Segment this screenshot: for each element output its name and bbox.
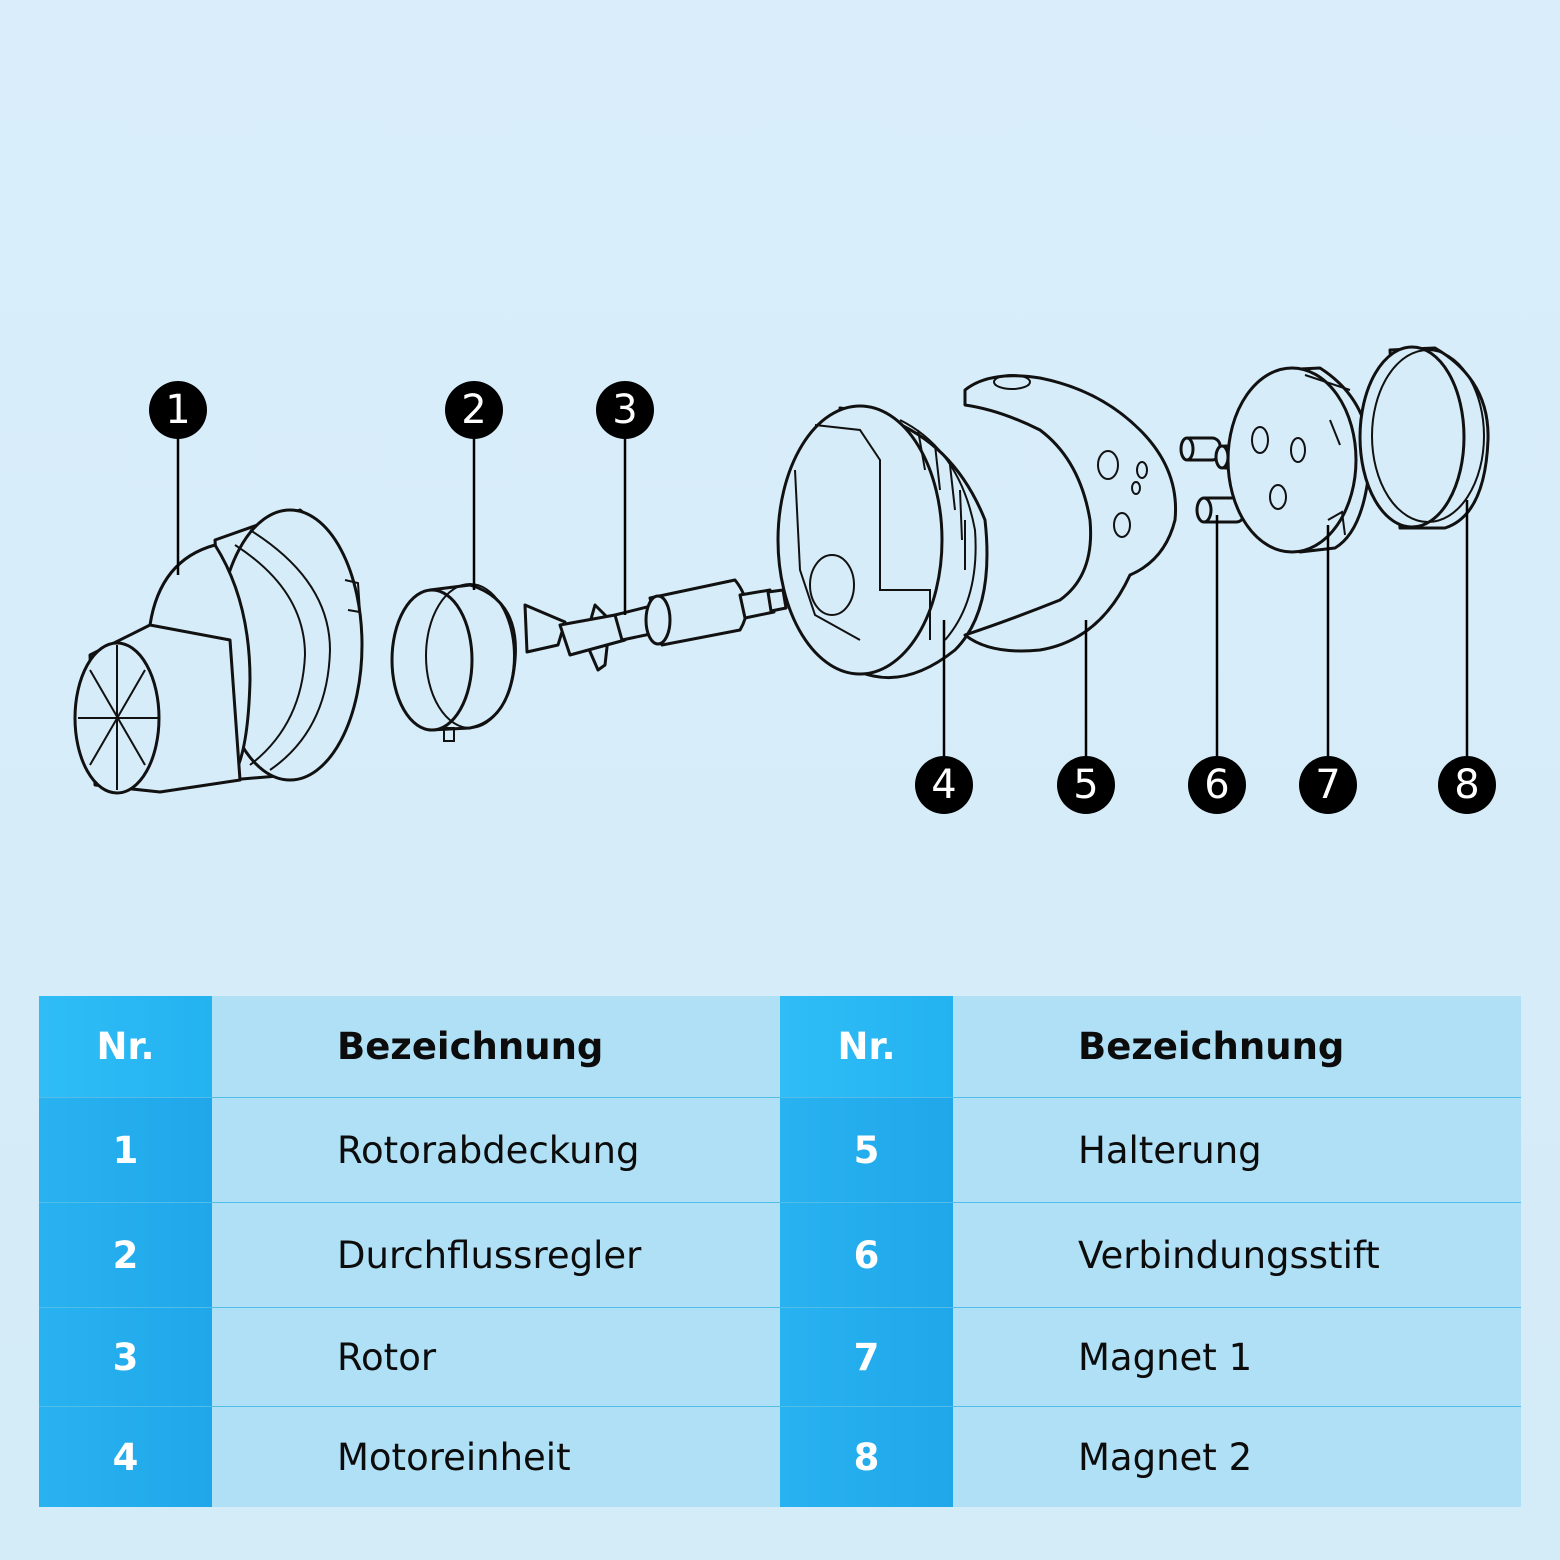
part-flow-regulator <box>390 583 517 742</box>
row-3-nr-left: 3 <box>39 1307 212 1406</box>
row-2-nr-right: 6 <box>780 1202 953 1307</box>
row-4-nr-right: 8 <box>780 1406 953 1507</box>
callout-2: 2 <box>445 381 503 439</box>
part-magnet-2 <box>1358 345 1490 530</box>
callout-7: 7 <box>1299 756 1357 814</box>
exploded-view-diagram: 1 2 3 4 5 6 7 8 <box>73 345 1496 814</box>
callout-3: 3 <box>596 381 654 439</box>
row-3-nr-right: 7 <box>780 1307 953 1406</box>
svg-text:1: 1 <box>165 387 190 433</box>
callout-8: 8 <box>1438 756 1496 814</box>
row-1-nr-right: 5 <box>780 1097 953 1202</box>
row-2-name-left: Durchflussregler <box>212 1202 780 1307</box>
header-name-right: Bezeichnung <box>953 996 1521 1097</box>
row-4-nr-left: 4 <box>39 1406 212 1507</box>
parts-table: Nr. Bezeichnung Nr. Bezeichnung 1 Rotora… <box>39 996 1521 1507</box>
part-magnet-1 <box>1226 366 1372 554</box>
row-2-nr-left: 2 <box>39 1202 212 1307</box>
header-nr-right: Nr. <box>780 996 953 1097</box>
row-4-name-left: Motoreinheit <box>212 1406 780 1507</box>
row-3-name-left: Rotor <box>212 1307 780 1406</box>
part-holder <box>963 374 1178 653</box>
row-2-name-right: Verbindungsstift <box>953 1202 1521 1307</box>
row-1-name-right: Halterung <box>953 1097 1521 1202</box>
svg-text:5: 5 <box>1073 762 1098 808</box>
header-nr-left: Nr. <box>39 996 212 1097</box>
row-1-nr-left: 1 <box>39 1097 212 1202</box>
svg-text:6: 6 <box>1204 762 1229 808</box>
part-motor-unit <box>776 404 989 680</box>
row-4-name-right: Magnet 2 <box>953 1406 1521 1507</box>
svg-text:3: 3 <box>612 387 637 433</box>
row-3-name-right: Magnet 1 <box>953 1307 1521 1406</box>
callout-6: 6 <box>1188 756 1246 814</box>
callout-5: 5 <box>1057 756 1115 814</box>
callout-1: 1 <box>149 381 207 439</box>
part-rotor <box>523 578 788 672</box>
row-1-name-left: Rotorabdeckung <box>212 1097 780 1202</box>
svg-text:4: 4 <box>931 762 956 808</box>
part-rotor-cover <box>73 508 364 795</box>
leader-lines <box>176 436 1469 762</box>
svg-text:8: 8 <box>1454 762 1479 808</box>
header-name-left: Bezeichnung <box>212 996 780 1097</box>
svg-text:7: 7 <box>1315 762 1340 808</box>
svg-text:2: 2 <box>461 387 486 433</box>
callout-4: 4 <box>915 756 973 814</box>
